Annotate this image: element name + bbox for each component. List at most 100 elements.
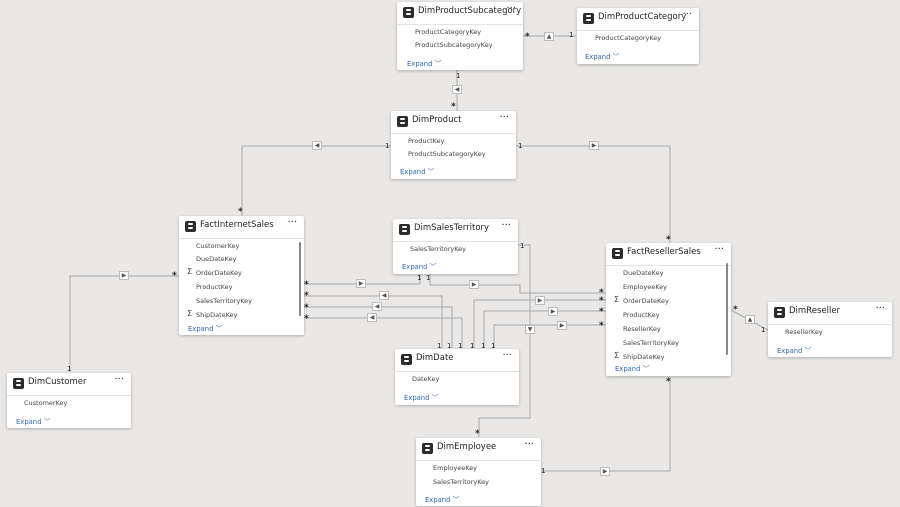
cardinality-many: * — [451, 102, 456, 112]
rel-employee-resellersales — [541, 377, 671, 472]
table-title: DimDate — [416, 353, 454, 363]
table-header[interactable]: DimProductCategory ··· — [577, 8, 699, 31]
table-title: DimProductSubcategory — [418, 6, 522, 16]
table-card-dimemployee[interactable]: DimEmployee ··· EmployeeKey SalesTerrito… — [416, 438, 541, 506]
cross-filter-arrow: ◀ — [379, 291, 389, 300]
expand-button[interactable]: Expand ﹀ — [407, 58, 441, 68]
more-options-icon[interactable]: ··· — [714, 244, 724, 255]
table-header[interactable]: DimSalesTerritory ··· — [393, 219, 518, 242]
expand-button[interactable]: Expand ﹀ — [615, 363, 649, 373]
cross-filter-arrow: ▲ — [745, 315, 755, 324]
sigma-icon: Σ — [187, 309, 193, 318]
table-header[interactable]: FactResellerSales ··· — [606, 243, 731, 266]
rel-internetsales-date-due — [304, 295, 443, 348]
table-card-dimproduct[interactable]: DimProduct ··· ProductKey ProductSubcate… — [391, 111, 516, 179]
table-card-dimdate[interactable]: DimDate ··· DateKey Expand ﹀ — [395, 349, 519, 405]
field-item[interactable]: ResellerKey — [623, 325, 661, 333]
field-item[interactable]: EmployeeKey — [623, 283, 667, 291]
expand-button[interactable]: Expand ﹀ — [585, 51, 619, 61]
cardinality-one: 1 — [491, 342, 496, 350]
table-card-dimcustomer[interactable]: DimCustomer ··· CustomerKey Expand ﹀ — [7, 373, 131, 428]
expand-button[interactable]: Expand ﹀ — [777, 345, 811, 355]
field-item[interactable]: ShipDateKey — [623, 353, 665, 361]
more-options-icon[interactable]: ··· — [499, 112, 509, 123]
table-card-dimsalesterritory[interactable]: DimSalesTerritory ··· SalesTerritoryKey … — [393, 219, 518, 274]
field-item[interactable]: ResellerKey — [785, 328, 823, 336]
table-card-dimreseller[interactable]: DimReseller ··· ResellerKey Expand ﹀ — [768, 302, 892, 357]
table-title: DimReseller — [789, 306, 841, 316]
field-item[interactable]: SalesTerritoryKey — [623, 339, 680, 347]
rel-date-resellersales-ship — [493, 324, 606, 348]
field-item[interactable]: OrderDateKey — [623, 297, 669, 305]
table-header[interactable]: DimReseller ··· — [768, 302, 892, 325]
table-title: DimProduct — [412, 115, 462, 125]
cardinality-many: * — [172, 271, 177, 281]
cross-filter-arrow: ▲ — [544, 32, 554, 41]
table-icon — [185, 221, 196, 232]
field-item[interactable]: EmployeeKey — [433, 464, 477, 472]
more-options-icon[interactable]: ··· — [524, 439, 534, 450]
rel-product-resellersales — [516, 145, 671, 243]
chevron-down-icon: ﹀ — [429, 263, 437, 271]
table-header[interactable]: DimProductSubcategory ··· — [397, 2, 523, 25]
field-item[interactable]: CustomerKey — [196, 242, 240, 250]
rel-territory-employee — [478, 244, 531, 437]
table-header[interactable]: DimCustomer ··· — [7, 373, 131, 396]
expand-label: Expand — [615, 365, 641, 373]
more-options-icon[interactable]: ··· — [875, 303, 885, 314]
more-options-icon[interactable]: ··· — [501, 220, 511, 231]
field-item[interactable]: ProductSubcategoryKey — [415, 41, 493, 49]
more-options-icon[interactable]: ··· — [506, 3, 516, 14]
more-options-icon[interactable]: ··· — [502, 350, 512, 361]
field-item[interactable]: ProductCategoryKey — [595, 34, 662, 42]
expand-label: Expand — [425, 496, 451, 504]
table-icon — [583, 13, 594, 24]
cardinality-one: 1 — [470, 342, 475, 350]
cardinality-one: 1 — [447, 342, 452, 350]
expand-button[interactable]: Expand ﹀ — [16, 416, 50, 426]
table-card-factresellersales[interactable]: FactResellerSales ··· DueDateKey Employe… — [606, 243, 731, 376]
field-item[interactable]: SalesTerritoryKey — [196, 297, 253, 305]
rel-date-resellersales-order — [483, 310, 606, 348]
expand-button[interactable]: Expand ﹀ — [188, 323, 222, 333]
table-header[interactable]: FactInternetSales ··· — [179, 216, 304, 239]
expand-button[interactable]: Expand ﹀ — [404, 392, 438, 402]
field-item[interactable]: ProductKey — [196, 283, 233, 291]
table-header[interactable]: DimProduct ··· — [391, 111, 516, 134]
cardinality-many: * — [599, 296, 604, 306]
table-header[interactable]: DimEmployee ··· — [416, 438, 541, 461]
table-card-factinternetsales[interactable]: FactInternetSales ··· CustomerKey DueDat… — [179, 216, 304, 335]
more-options-icon[interactable]: ··· — [682, 9, 692, 20]
scrollbar[interactable] — [299, 242, 301, 316]
field-item[interactable]: DateKey — [412, 375, 440, 383]
field-item[interactable]: OrderDateKey — [196, 269, 242, 277]
cardinality-many: * — [599, 288, 604, 298]
field-item[interactable]: ShipDateKey — [196, 311, 238, 319]
field-item[interactable]: CustomerKey — [24, 399, 68, 407]
chevron-down-icon: ﹀ — [434, 60, 442, 68]
field-item[interactable]: DueDateKey — [623, 269, 664, 277]
field-item[interactable]: SalesTerritoryKey — [433, 478, 490, 486]
cross-filter-arrow: ▶ — [535, 296, 545, 305]
expand-button[interactable]: Expand ﹀ — [400, 166, 434, 176]
expand-button[interactable]: Expand ﹀ — [402, 261, 436, 271]
field-item[interactable]: ProductCategoryKey — [415, 28, 482, 36]
expand-button[interactable]: Expand ﹀ — [425, 494, 459, 504]
field-item[interactable]: ProductKey — [623, 311, 660, 319]
scrollbar[interactable] — [726, 263, 728, 355]
table-card-dimproductcategory[interactable]: DimProductCategory ··· ProductCategoryKe… — [577, 8, 699, 64]
cardinality-one: 1 — [67, 365, 72, 373]
cardinality-one: 1 — [417, 274, 422, 282]
field-item[interactable]: ProductSubcategoryKey — [408, 150, 486, 158]
field-item[interactable]: DueDateKey — [196, 255, 237, 263]
more-options-icon[interactable]: ··· — [114, 374, 124, 385]
cardinality-one: 1 — [426, 274, 431, 282]
expand-label: Expand — [585, 53, 611, 61]
more-options-icon[interactable]: ··· — [287, 217, 297, 228]
table-card-dimproductsubcategory[interactable]: DimProductSubcategory ··· ProductCategor… — [397, 2, 523, 70]
table-icon — [399, 224, 410, 235]
table-header[interactable]: DimDate ··· — [395, 349, 519, 372]
field-item[interactable]: ProductKey — [408, 137, 445, 145]
field-item[interactable]: SalesTerritoryKey — [410, 245, 467, 253]
